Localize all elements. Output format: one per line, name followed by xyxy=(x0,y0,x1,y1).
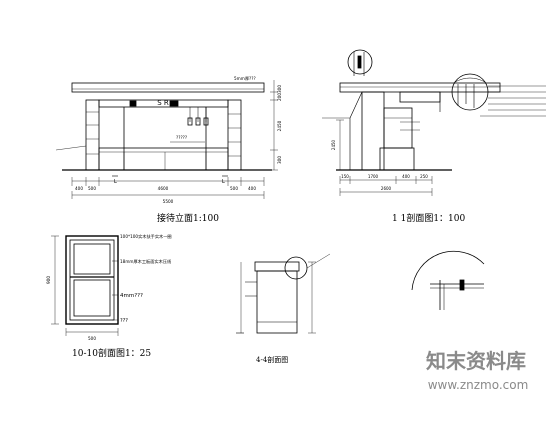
elevation-dim-a: 400 xyxy=(75,186,83,191)
elevation-title: 接待立面1:100 xyxy=(157,212,219,224)
section-11-dim-b: 1700 xyxy=(368,174,379,179)
section-1010-callout-top: 100*100实木扶手实木一圈 xyxy=(120,233,172,240)
elevation-dim-side-4: 300 xyxy=(277,156,282,164)
elevation-marker-left: L xyxy=(114,179,117,185)
section-11-dim-d: 250 xyxy=(420,174,428,179)
section-11-dim-side: 2450 xyxy=(331,139,336,150)
elevation-dim-b: 500 xyxy=(88,186,96,191)
section-1010-dim-bottom: 500 xyxy=(88,336,96,341)
elevation-sign: S R xyxy=(157,99,169,107)
elevation-marker-right: L xyxy=(222,179,225,185)
section-1010-callout-bottom: ??? xyxy=(120,318,128,324)
section-11-dim-c: 400 xyxy=(402,174,410,179)
reception-elevation xyxy=(55,80,278,199)
elevation-dim-side-1: 300 xyxy=(277,85,282,93)
watermark-name: 知末资料库 xyxy=(426,349,526,373)
section-1-1 xyxy=(322,49,546,196)
elevation-dim-side-2: 200 xyxy=(277,93,282,101)
section-44-title: 4-4剖面图 xyxy=(256,355,288,364)
section-11-dim-overall: 2600 xyxy=(381,186,392,191)
elevation-dim-overall: 5500 xyxy=(163,199,174,204)
elevation-dim-d: 500 xyxy=(230,186,238,191)
section-4-4 xyxy=(236,253,331,334)
watermark-url: www.znzmo.com xyxy=(428,378,529,392)
section-1010-dim-side: 900 xyxy=(46,276,51,284)
section-10-10 xyxy=(51,235,119,336)
elevation-note-door: ????? xyxy=(176,135,187,140)
elevation-dim-e: 400 xyxy=(248,186,256,191)
section-11-dim-a: 150 xyxy=(341,174,349,179)
elevation-dim-c: 4600 xyxy=(158,186,169,191)
elevation-dim-side-3: 2450 xyxy=(277,120,282,131)
elevation-note-slab: 5mm厚??? xyxy=(234,76,256,82)
section-1010-callout-4mm: 4mm??? xyxy=(120,293,143,299)
section-1010-title: 10-10剖面图1：25 xyxy=(72,347,151,359)
watermark: 知末资料库 www.znzmo.com xyxy=(395,340,560,400)
detail-view xyxy=(411,250,485,310)
section-1010-callout-middle: 18mm厚木工板面实木压线 xyxy=(120,258,172,265)
section-11-title: 1 1剖面图1：100 xyxy=(392,212,465,224)
